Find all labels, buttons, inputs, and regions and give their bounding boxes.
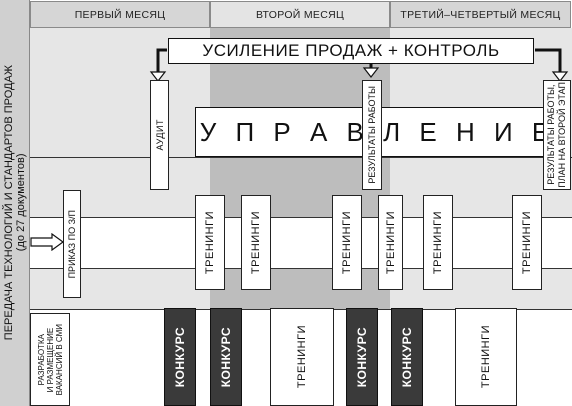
- vacancies-line2: И РАЗМЕЩЕНИЕ: [45, 327, 55, 392]
- audit-label: АУДИТ: [154, 119, 165, 151]
- audit-box: АУДИТ: [150, 80, 169, 190]
- contest-box-1: КОНКУРС: [164, 308, 196, 406]
- header-month1-label: ПЕРВЫЙ МЕСЯЦ: [74, 8, 166, 21]
- contest-label-4: КОНКУРС: [400, 326, 414, 388]
- vacancies-box: РАЗРАБОТКА И РАЗМЕЩЕНИЕ ВАКАНСИЙ В СМИ: [30, 313, 70, 406]
- training-label-4: ТРЕНИНГИ: [384, 210, 397, 275]
- banner-title: УСИЛЕНИЕ ПРОДАЖ + КОНТРОЛЬ: [168, 38, 534, 64]
- training-label-2: ТРЕНИНГИ: [250, 210, 262, 275]
- training-label-8: ТРЕНИНГИ: [480, 325, 492, 389]
- band-row1: [30, 157, 572, 158]
- training-box-7: ТРЕНИНГИ: [270, 308, 334, 406]
- contest-box-4: КОНКУРС: [391, 308, 423, 406]
- contest-label-3: КОНКУРС: [355, 326, 369, 388]
- training-label-6: ТРЕНИНГИ: [521, 210, 533, 275]
- order-label: ПРИКАЗ ПО З/П: [67, 209, 77, 279]
- header-month2: ВТОРОЙ МЕСЯЦ: [210, 1, 390, 28]
- training-box-4: ТРЕНИНГИ: [378, 195, 403, 290]
- final-results-box: РЕЗУЛЬТАТЫ РАБОТЫ, ПЛАН НА ВТОРОЙ ЭТАП: [543, 80, 571, 190]
- final-results-line2: ПЛАН НА ВТОРОЙ ЭТАП: [557, 82, 567, 188]
- training-box-5: ТРЕНИНГИ: [423, 195, 453, 290]
- work-results-label: РЕЗУЛЬТАТЫ РАБОТЫ: [367, 86, 377, 184]
- order-box: ПРИКАЗ ПО З/П: [63, 190, 81, 298]
- training-label-1: ТРЕНИНГИ: [204, 210, 216, 275]
- arrow-right-icon: [30, 233, 64, 251]
- training-box-6: ТРЕНИНГИ: [512, 195, 542, 290]
- band-row2: [30, 217, 572, 269]
- work-results-box: РЕЗУЛЬТАТЫ РАБОТЫ: [362, 80, 382, 190]
- training-box-1: ТРЕНИНГИ: [195, 195, 225, 290]
- training-label-3: ТРЕНИНГИ: [341, 210, 353, 275]
- contest-label-2: КОНКУРС: [219, 326, 233, 388]
- banner-title-text: УСИЛЕНИЕ ПРОДАЖ + КОНТРОЛЬ: [202, 41, 500, 60]
- left-label-column: ПЕРЕДАЧА ТЕХНОЛОГИЙ И СТАНДАРТОВ ПРОДАЖ …: [0, 0, 30, 406]
- vacancies-line3: ВАКАНСИЙ В СМИ: [54, 323, 64, 396]
- banner-bracket: [149, 48, 569, 82]
- contest-label-1: КОНКУРС: [173, 326, 187, 388]
- header-month2-label: ВТОРОЙ МЕСЯЦ: [255, 8, 345, 21]
- vacancies-line1: РАЗРАБОТКА: [36, 333, 46, 386]
- header-month1: ПЕРВЫЙ МЕСЯЦ: [30, 1, 210, 28]
- contest-box-3: КОНКУРС: [346, 308, 378, 406]
- header-month3: ТРЕТИЙ–ЧЕТВЕРТЫЙ МЕСЯЦ: [390, 1, 571, 28]
- training-box-2: ТРЕНИНГИ: [241, 195, 271, 290]
- final-results-line1: РЕЗУЛЬТАТЫ РАБОТЫ,: [546, 84, 556, 186]
- contest-box-2: КОНКУРС: [210, 308, 242, 406]
- training-label-7: ТРЕНИНГИ: [296, 325, 308, 389]
- header-month3-label: ТРЕТИЙ–ЧЕТВЕРТЫЙ МЕСЯЦ: [400, 8, 561, 21]
- training-label-5: ТРЕНИНГИ: [432, 210, 444, 275]
- training-box-8: ТРЕНИНГИ: [455, 308, 517, 406]
- training-box-3: ТРЕНИНГИ: [332, 195, 362, 290]
